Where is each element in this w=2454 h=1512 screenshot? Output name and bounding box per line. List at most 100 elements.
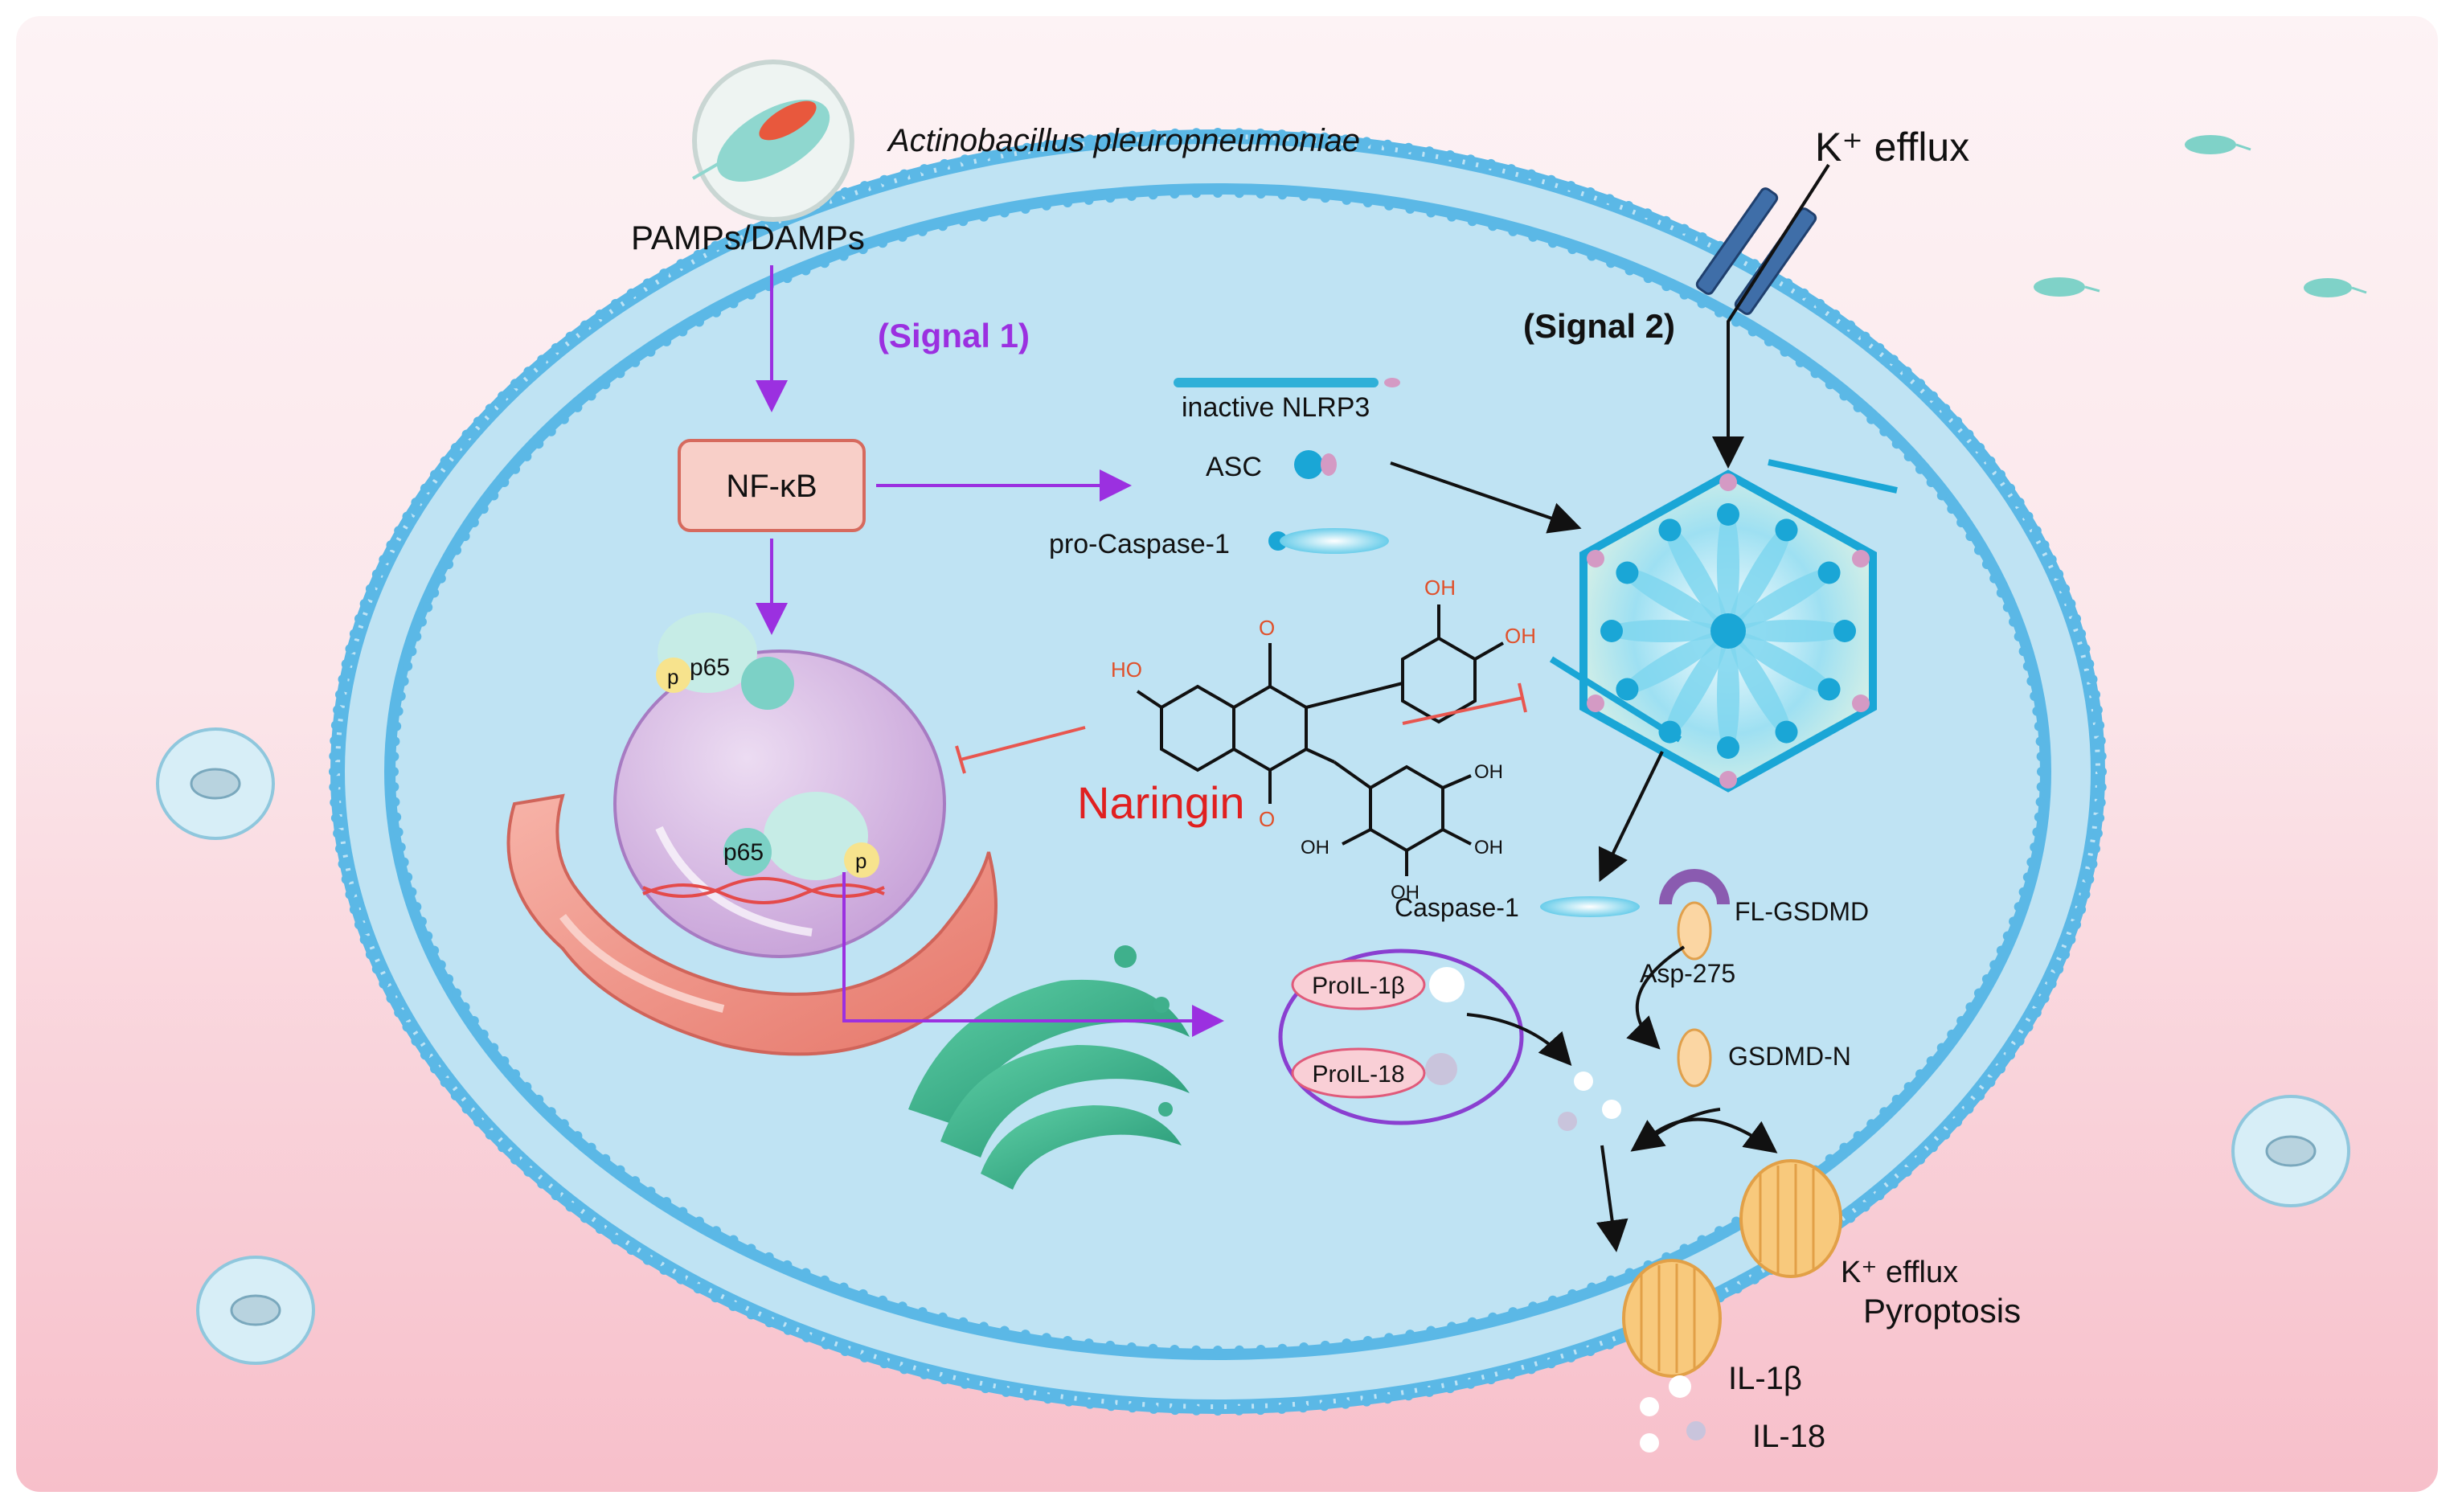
- lipid-head-outer: [1485, 1375, 1496, 1385]
- inflammasome-petal: [1620, 631, 1726, 695]
- lipid-head-inner: [1764, 336, 1774, 346]
- inflammasome-petal: [1732, 620, 1853, 642]
- lipid-head-outer: [1170, 1405, 1180, 1416]
- lipid-head-inner: [1567, 244, 1578, 255]
- lipid-head-outer: [1298, 130, 1309, 141]
- gsdmd-pore-right: [1739, 1159, 1842, 1278]
- lipid-head-inner: [2034, 812, 2044, 822]
- lipid-head-outer: [2060, 584, 2071, 594]
- lipid-head-inner: [678, 326, 688, 337]
- fl-gsdmd-icon: [1659, 869, 1730, 961]
- lipid-head-inner: [522, 1082, 532, 1092]
- lipid-head-inner: [499, 477, 510, 487]
- lipid-head-outer: [2096, 751, 2107, 761]
- lipid-head-inner: [1891, 1094, 1902, 1104]
- lipid-head-outer: [610, 1235, 621, 1245]
- lipid-head-inner: [1839, 391, 1850, 401]
- lipid-head-inner: [395, 691, 406, 702]
- lipid-head-outer: [330, 736, 340, 746]
- lipid-head-inner: [1661, 281, 1672, 292]
- lipid-head-outer: [1213, 1406, 1223, 1416]
- lipid-head-outer: [565, 331, 576, 342]
- lipid-head-inner: [1866, 1119, 1877, 1129]
- lipid-head-inner: [801, 1268, 811, 1278]
- arrow-pore-back: [1630, 1108, 1721, 1152]
- lipid-head-inner: [746, 289, 756, 300]
- lipid-head-outer: [1465, 154, 1476, 165]
- inflammasome-petal: [1717, 635, 1739, 756]
- lipid-head-inner: [389, 752, 399, 762]
- lipid-head-outer: [2071, 920, 2082, 930]
- inflammasome-petal: [1664, 633, 1728, 740]
- lipid-head-outer: [1383, 139, 1393, 150]
- lipid-head-outer: [642, 278, 653, 289]
- lipid-head-outer: [1506, 1369, 1517, 1379]
- lipid-head-outer: [1234, 128, 1244, 138]
- lipid-head-inner: [1853, 1131, 1863, 1141]
- lipid-head-outer: [1256, 128, 1266, 138]
- lipid-head-outer: [1846, 320, 1856, 330]
- il1b-label: IL-1β: [1728, 1361, 1802, 1396]
- lipid-head-inner: [1384, 200, 1395, 211]
- lipid-head-outer: [386, 540, 396, 551]
- floating-cell-left: [156, 727, 275, 840]
- lipid-head-outer: [1888, 354, 1899, 365]
- cell-membrane: [329, 128, 2107, 1416]
- lipid-head-inner: [429, 588, 440, 598]
- lipid-head-outer: [2076, 629, 2087, 639]
- lipid-head-outer: [1213, 128, 1223, 137]
- lipid-head-outer: [1783, 278, 1793, 289]
- lipid-head-outer: [1952, 416, 1963, 427]
- caspase1-label: Caspase-1: [1395, 893, 1519, 922]
- lipid-head-outer: [1506, 164, 1517, 174]
- lipid-head-inner: [819, 1275, 830, 1285]
- lipid-head-outer: [783, 1325, 793, 1335]
- k-efflux-bottom-label: K⁺ efflux: [1841, 1256, 1958, 1289]
- o-ring-label: O: [1259, 616, 1275, 640]
- lipid-head-inner: [1299, 191, 1309, 201]
- oh-label-2: OH: [1505, 624, 1536, 648]
- lipid-head-inner: [1825, 1153, 1835, 1164]
- lipid-head-outer: [1902, 367, 1912, 377]
- lipid-head-outer: [1063, 1396, 1074, 1407]
- lipid-head-outer: [1566, 1352, 1576, 1362]
- lipid-head-outer: [450, 1091, 461, 1101]
- lipid-head-inner: [1148, 190, 1158, 200]
- lipid-head-inner: [662, 1197, 672, 1207]
- lipid-head-inner: [1780, 346, 1790, 357]
- lipid-head-inner: [1528, 232, 1538, 242]
- lipid-head-inner: [489, 490, 499, 501]
- lipid-head-inner: [1825, 379, 1835, 390]
- lipid-head-inner: [1234, 1345, 1244, 1355]
- inflammasome-petal: [1731, 631, 1837, 695]
- lipid-head-outer: [859, 1352, 870, 1362]
- lipid-head-outer: [485, 404, 495, 414]
- lipid-head-outer: [1298, 1403, 1309, 1413]
- lipid-head-inner: [1915, 1069, 1925, 1080]
- lipid-head-outer: [1191, 1405, 1202, 1416]
- lipid-head-inner: [600, 379, 611, 390]
- lipid-head-inner: [399, 676, 409, 686]
- lipid-head-outer: [2080, 644, 2091, 654]
- lipid-head-outer: [386, 993, 396, 1003]
- lipid-head-outer: [1585, 187, 1596, 198]
- lipid-head-inner: [678, 1207, 688, 1217]
- lipid-head-inner: [1342, 195, 1352, 205]
- oh-label-5: OH: [1301, 837, 1329, 858]
- lipid-head-inner: [838, 1282, 849, 1293]
- lipid-head-inner: [1866, 414, 1877, 424]
- lipid-head-outer: [821, 1339, 831, 1350]
- lipid-head-inner: [546, 1107, 556, 1117]
- nlrp3-inflammasome: [1549, 459, 1898, 793]
- lipid-head-inner: [2022, 661, 2033, 671]
- lipid-head-inner: [478, 504, 489, 514]
- floating-cell-bottom-left: [196, 1256, 315, 1365]
- inflammasome-core: [1710, 613, 1746, 649]
- lipid-head-inner: [389, 767, 399, 776]
- lipid-head-outer: [2087, 674, 2098, 685]
- lipid-head-outer: [2071, 613, 2082, 624]
- lipid-head-inner: [878, 238, 888, 248]
- lipid-head-outer: [394, 526, 404, 536]
- lipid-head-outer: [2090, 843, 2100, 854]
- lipid-head-outer: [2084, 659, 2095, 670]
